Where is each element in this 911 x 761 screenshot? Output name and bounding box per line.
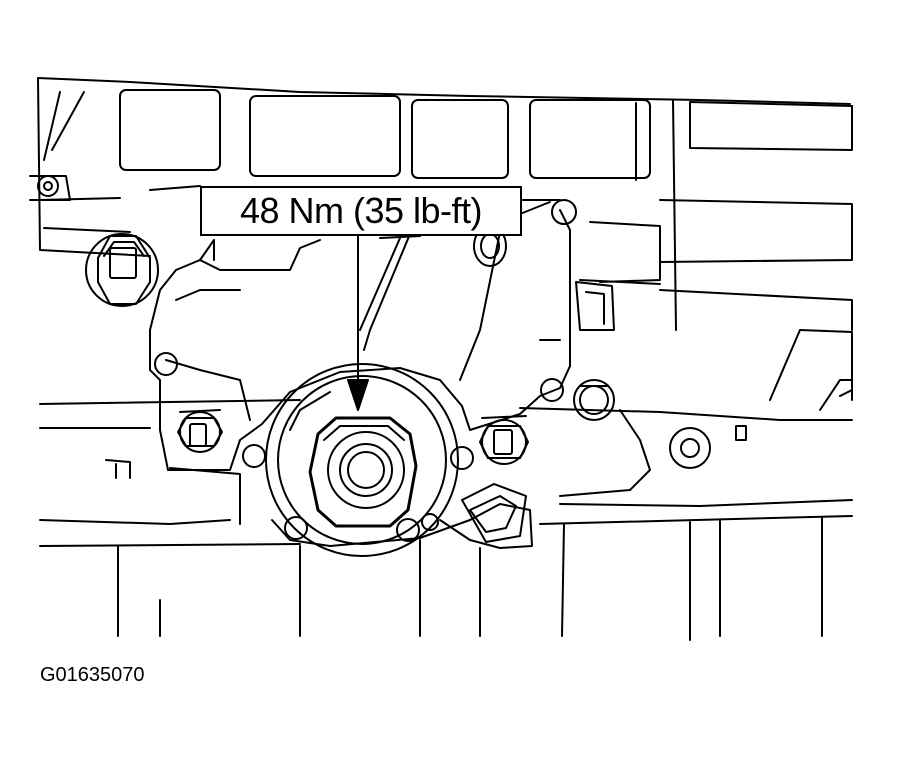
upper-left-bolt-icon (85, 233, 159, 307)
lever-bracket (575, 281, 615, 331)
figure-id-label: G01635070 (40, 664, 145, 686)
rear-bolt-icon (573, 379, 615, 421)
pan-rails (39, 389, 853, 547)
shaft-hub (265, 363, 459, 557)
sensor-body (149, 201, 571, 549)
right-mounting-bolt-icon (479, 415, 529, 465)
lower-casting (117, 517, 823, 641)
callout-leader-arrow (347, 235, 369, 411)
torque-callout-label: 48 Nm (35 lb-ft) (200, 186, 522, 236)
right-casting-detail (559, 289, 853, 497)
upper-left-boss (29, 175, 71, 201)
slotted-tab (461, 483, 527, 543)
main-nut-icon (308, 416, 418, 528)
corner-bosses (154, 199, 577, 542)
left-mounting-bolt-icon (177, 409, 223, 453)
